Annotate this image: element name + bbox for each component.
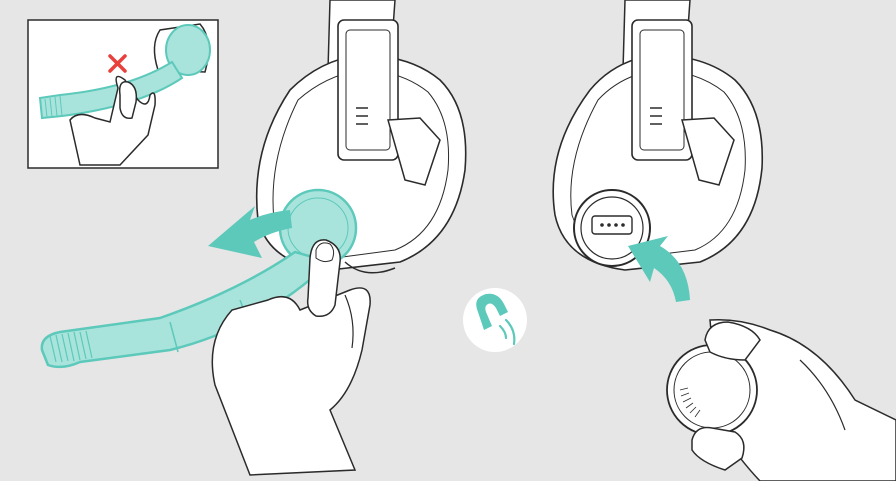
left-hand bbox=[211, 239, 371, 476]
left-boom-seam bbox=[169, 321, 179, 353]
left-microphone bbox=[40, 188, 358, 369]
right-hand-finger bbox=[691, 426, 745, 471]
left-slider-inner bbox=[345, 29, 391, 151]
left-hand-thumbnail bbox=[315, 242, 335, 263]
inset-mic-disc bbox=[165, 24, 211, 76]
rotate-arrow-icon bbox=[208, 206, 292, 258]
attach-arrow-icon bbox=[628, 236, 690, 302]
mic-socket-pins bbox=[600, 223, 625, 227]
mic-socket-inner bbox=[580, 196, 644, 260]
right-hand bbox=[666, 318, 896, 481]
left-hand-thumb bbox=[306, 239, 341, 318]
right-hand-line bbox=[799, 359, 846, 431]
inset-thumb bbox=[118, 81, 138, 120]
right-headset bbox=[552, 0, 764, 271]
right-hinge bbox=[681, 117, 735, 186]
magnet-icon bbox=[463, 288, 527, 352]
inset-panel bbox=[27, 19, 219, 169]
left-hand-finger-line bbox=[344, 294, 354, 349]
right-slider-inner bbox=[639, 29, 685, 151]
magnet-icon-wave-2 bbox=[504, 318, 516, 346]
magnet-icon-shape bbox=[476, 293, 508, 330]
cover-plate-texture bbox=[679, 387, 701, 418]
inset-boom-grille bbox=[44, 95, 63, 118]
left-boom-grille bbox=[49, 330, 93, 363]
left-slider bbox=[337, 19, 399, 161]
mic-socket-connector bbox=[591, 215, 633, 235]
incorrect-grip-cross-icon bbox=[108, 54, 127, 73]
magnet-icon-wave-1 bbox=[498, 324, 508, 340]
left-earcup-base bbox=[344, 261, 396, 274]
left-hinge bbox=[387, 117, 441, 186]
right-slider bbox=[631, 19, 693, 161]
left-hand-palm bbox=[211, 287, 371, 476]
right-slider-logo bbox=[650, 107, 662, 125]
left-slider-logo bbox=[356, 107, 368, 125]
right-hand-thumb bbox=[704, 321, 761, 361]
